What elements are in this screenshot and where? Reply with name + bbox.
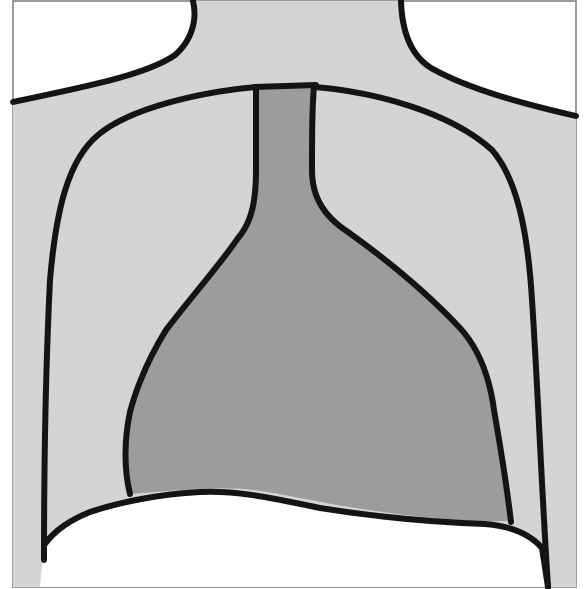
mediastinum-top-edge: [254, 85, 316, 87]
